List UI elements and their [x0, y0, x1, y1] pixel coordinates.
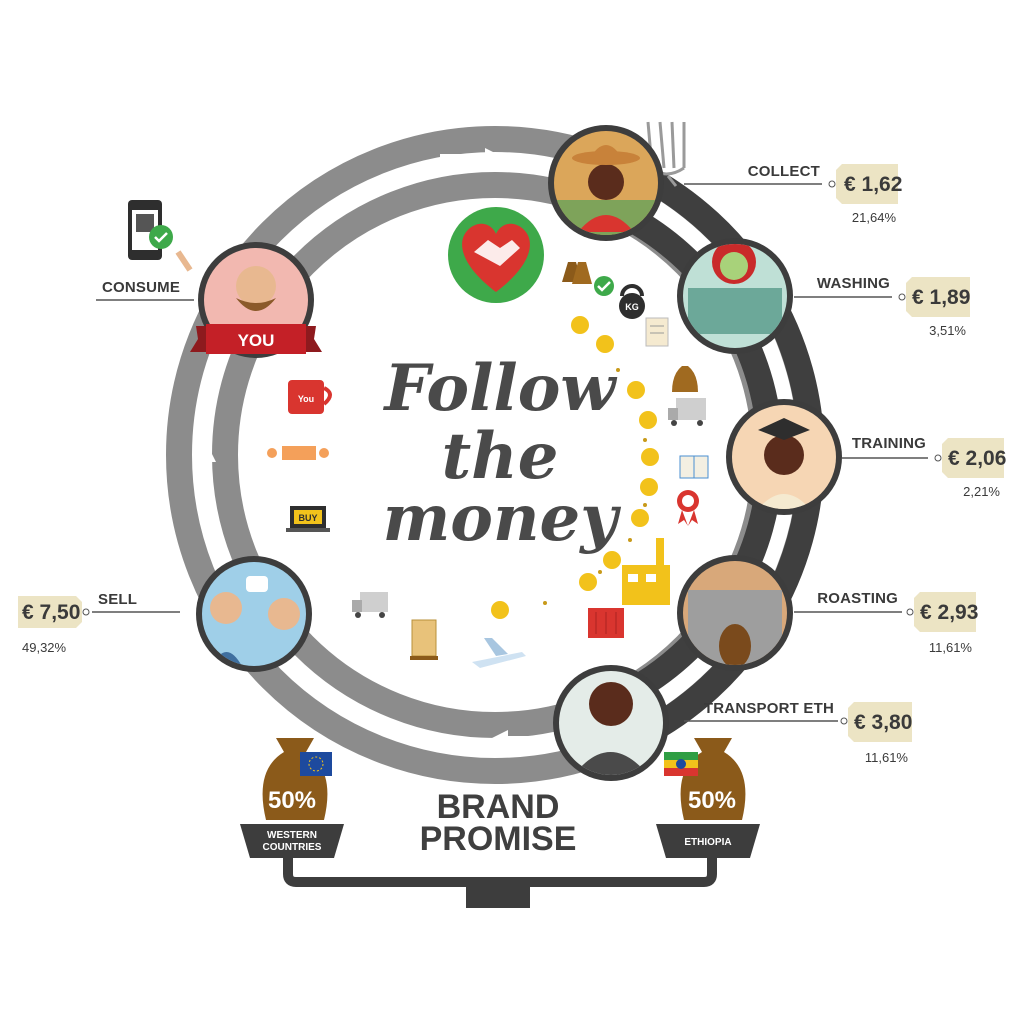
coin-icon [491, 601, 509, 619]
stage-price: € 2,93 [920, 601, 978, 624]
stage-percent: 11,61% [929, 640, 973, 655]
stage-label: ROASTING [817, 590, 898, 607]
coffee-sacks-icon [562, 262, 592, 284]
container-icon [588, 608, 624, 638]
bag-value: 50% [268, 787, 316, 814]
stage-consume-info: CONSUME [96, 279, 194, 301]
stage-collect-info: COLLECT € 1,62 21,64% [684, 163, 902, 225]
coin-icon [631, 509, 649, 527]
stage-label: TRANSPORT ETH [704, 700, 834, 717]
buy-laptop-icon: BUY [286, 506, 330, 532]
kettlebell-icon: KG [619, 284, 645, 319]
stage-roasting-info: ROASTING € 2,93 11,61% [794, 590, 978, 655]
coin-icon [603, 551, 621, 569]
flow-arrow-bottom [488, 730, 553, 750]
stage-training-avatar [726, 399, 842, 515]
stage-percent: 21,64% [852, 210, 897, 225]
document-icon [645, 317, 669, 347]
main-title: Follow the money [382, 351, 621, 556]
coin-icon [641, 448, 659, 466]
bag-value: 50% [688, 787, 736, 814]
coin-icon [596, 335, 614, 353]
stage-label: CONSUME [102, 279, 180, 296]
brand-promise-scale: BRAND PROMISE [283, 788, 717, 908]
stage-label: COLLECT [748, 163, 820, 180]
western-countries-bag: 50% WESTERN COUNTRIES [240, 738, 344, 858]
buy-label: BUY [298, 513, 317, 523]
title-line-1: Follow [382, 351, 617, 426]
flow-arrow-left [196, 442, 216, 507]
mug-label: You [298, 394, 314, 404]
bag-caption: ETHIOPIA [684, 837, 731, 848]
coin-trail [491, 316, 659, 619]
brand-line-1: BRAND [437, 788, 560, 826]
coffee-mug-icon: You [288, 380, 332, 414]
award-ribbon-icon [677, 490, 699, 526]
stage-transport-info: TRANSPORT ETH € 3,80 11,61% [684, 700, 912, 765]
coin-icon [640, 478, 658, 496]
stage-price: € 1,89 [912, 286, 970, 309]
stage-washing-info: WASHING € 1,89 3,51% [794, 275, 970, 338]
stage-price: € 2,06 [948, 447, 1006, 470]
stage-label: TRAINING [852, 435, 926, 452]
stage-percent: 11,61% [865, 750, 909, 765]
kettlebell-label: KG [625, 302, 639, 312]
truck-icon [668, 398, 706, 426]
ethiopia-bag: 50% ETHIOPIA [656, 738, 760, 858]
stage-sell-avatar [196, 556, 312, 672]
coin-icon [627, 381, 645, 399]
cash-stacks-icon [267, 446, 329, 460]
stage-price: € 7,50 [22, 601, 80, 624]
stage-percent: 3,51% [929, 323, 966, 338]
factory-icon [622, 538, 670, 605]
bag-caption-1: WESTERN [267, 830, 317, 841]
stage-percent: 49,32% [22, 640, 67, 655]
delivery-truck-icon [352, 592, 388, 618]
coin-icon [579, 573, 597, 591]
title-line-2: the [442, 419, 559, 494]
stage-collect-avatar [548, 125, 664, 241]
pallet-boxes-icon [410, 619, 438, 660]
bag-caption-2: COUNTRIES [263, 842, 322, 853]
stage-price: € 3,80 [854, 711, 912, 734]
check-icon [594, 276, 614, 296]
ethiopia-flag-icon [664, 752, 698, 776]
heart-handshake-icon [448, 207, 544, 303]
stage-label: SELL [98, 591, 137, 608]
airplane-icon [472, 638, 526, 668]
stage-washing-avatar [677, 238, 793, 354]
you-banner: YOU [190, 324, 322, 354]
eu-flag-icon [300, 752, 332, 776]
title-line-3: money [383, 481, 622, 556]
coin-icon [571, 316, 589, 334]
coin-icon [639, 411, 657, 429]
stage-price: € 1,62 [844, 173, 902, 196]
stage-label: WASHING [817, 275, 890, 292]
money-bag-icon [672, 366, 698, 392]
stage-roasting-avatar [677, 555, 793, 671]
you-label: YOU [238, 331, 275, 350]
flow-arrow-top [440, 148, 505, 168]
stage-training-info: TRAINING € 2,06 2,21% [842, 435, 1006, 499]
stage-percent: 2,21% [963, 484, 1000, 499]
stage-transport-avatar [553, 665, 669, 781]
stage-sell-info: SELL € 7,50 49,32% [18, 591, 180, 655]
book-icon [679, 455, 709, 479]
phone-qr-icon [128, 200, 193, 272]
brand-line-2: PROMISE [420, 820, 577, 858]
